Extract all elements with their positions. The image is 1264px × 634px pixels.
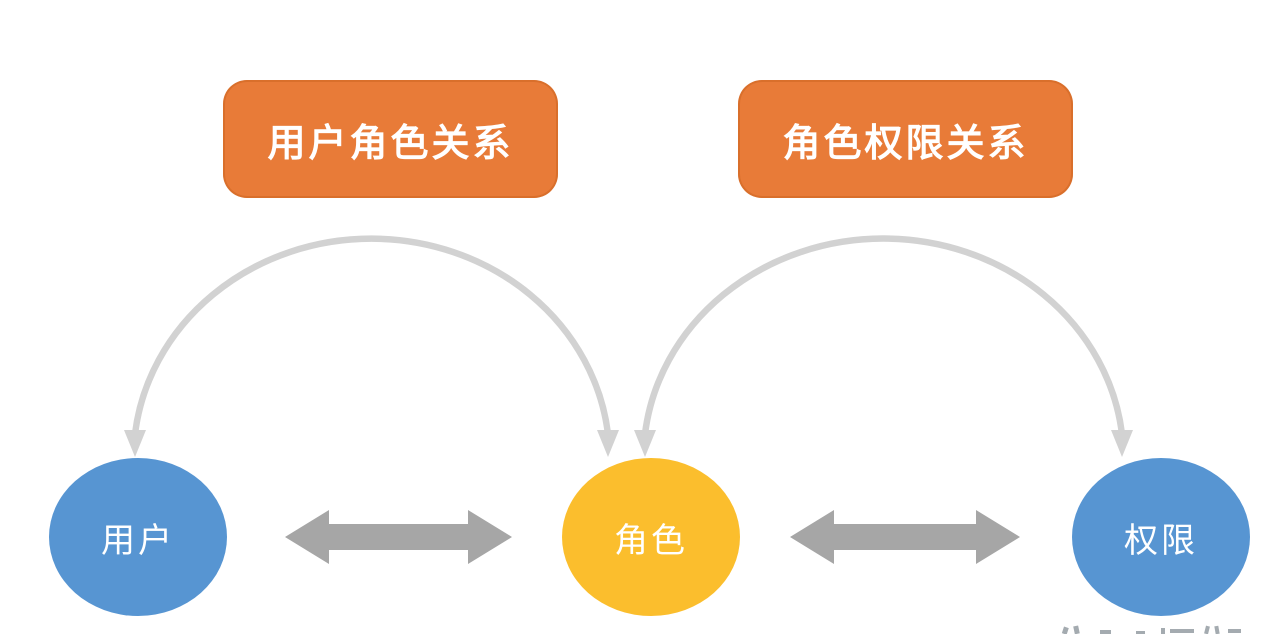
arrowhead-down-icon (124, 430, 146, 457)
title-box-role-permission-relation: 角色权限关系 (738, 80, 1073, 198)
node-role: 角色 (562, 458, 740, 616)
arc-role-permission (641, 235, 1126, 435)
node-label: 用户 (101, 521, 175, 560)
title-box-label: 角色权限关系 (782, 122, 1029, 165)
double-arrow-user-role (285, 510, 512, 564)
double-arrow-role-permission (790, 510, 1020, 564)
node-user: 用户 (49, 458, 227, 616)
title-box-user-role-relation: 用户角色关系 (223, 80, 558, 198)
arrowhead-down-icon (597, 430, 619, 457)
node-label: 角色 (614, 521, 688, 560)
arc-user-role (131, 235, 612, 435)
title-box-label: 用户角色关系 (267, 122, 514, 165)
node-permission: 权限 (1072, 458, 1250, 616)
arrowhead-down-icon (1111, 430, 1133, 457)
node-label: 权限 (1124, 521, 1198, 560)
arrowhead-down-icon (634, 430, 656, 457)
watermark-fragment (1061, 625, 1241, 634)
